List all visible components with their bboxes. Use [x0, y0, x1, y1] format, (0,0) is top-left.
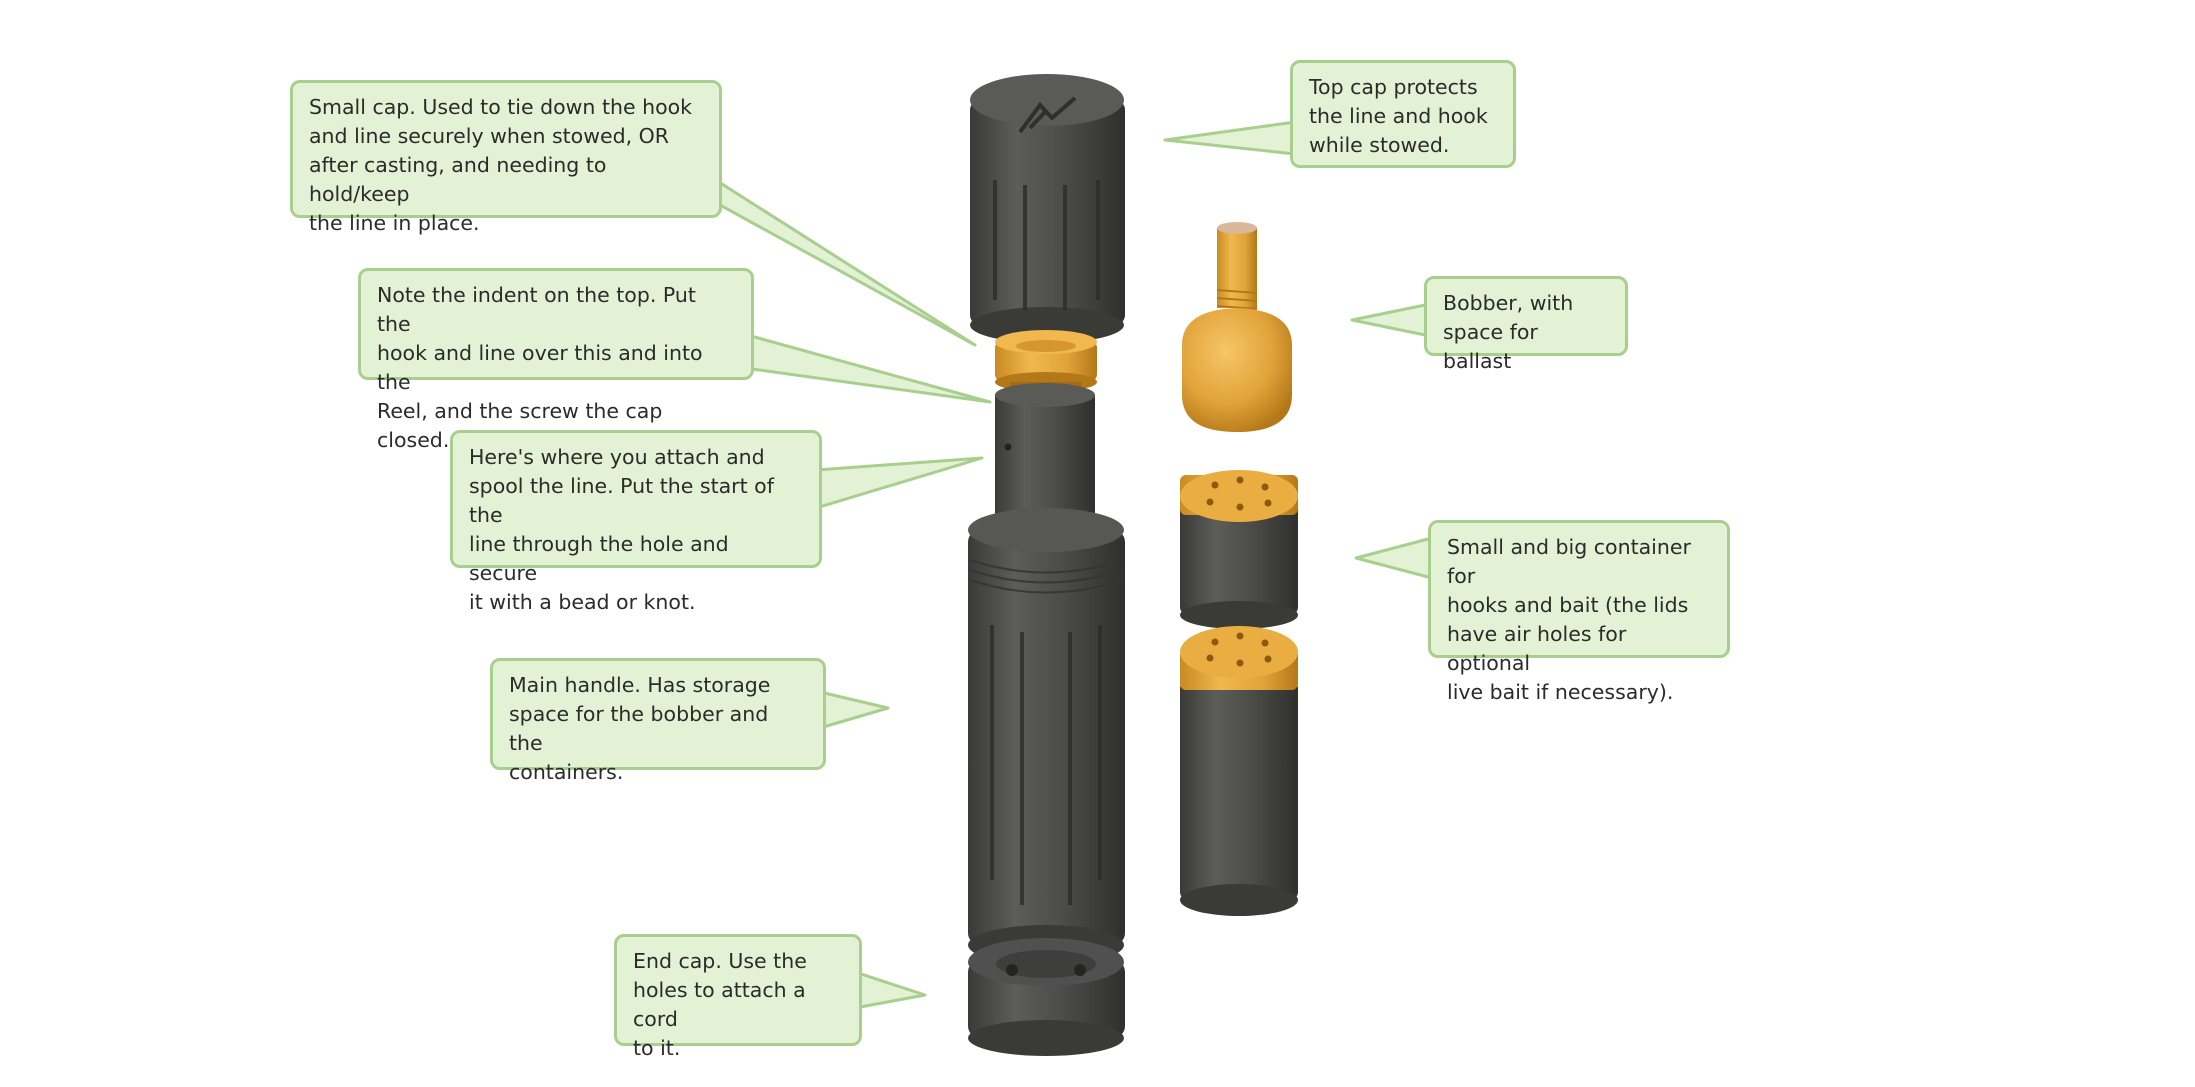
- big-container-part: [1180, 626, 1298, 916]
- pointer-top-cap: [1163, 120, 1297, 156]
- reel-spool-part: [995, 383, 1095, 520]
- bobber-part: [1182, 222, 1292, 432]
- pointer-bobber: [1350, 302, 1432, 338]
- pointer-reel-spool: [814, 456, 984, 510]
- fish-hook-logo-icon: [1018, 96, 1077, 134]
- callout-main-handle: Main handle. Has storage space for the b…: [490, 658, 826, 784]
- pointer-main-handle: [818, 690, 890, 730]
- callout-containers: Small and big container for hooks and ba…: [1428, 520, 1730, 704]
- callout-small-cap: Small cap. Used to tie down the hook and…: [290, 80, 722, 235]
- small-container-part: [1180, 470, 1298, 629]
- callout-top-cap: Top cap protects the line and hook while…: [1290, 60, 1516, 168]
- end-cap-part: [968, 938, 1125, 1056]
- callout-indent-note: Note the indent on the top. Put the hook…: [358, 268, 754, 452]
- pointer-containers: [1354, 536, 1434, 580]
- callout-reel-spool: Here's where you attach and spool the li…: [450, 430, 822, 614]
- pointer-end-cap: [853, 970, 927, 1010]
- callout-bobber: Bobber, with space for ballast: [1424, 276, 1628, 373]
- callout-pointers: [698, 120, 1434, 1010]
- top-cap-part: [970, 74, 1125, 343]
- callout-end-cap: End cap. Use the holes to attach a cord …: [614, 934, 862, 1060]
- pointer-indent-note: [738, 331, 992, 404]
- main-handle-part: [968, 508, 1125, 965]
